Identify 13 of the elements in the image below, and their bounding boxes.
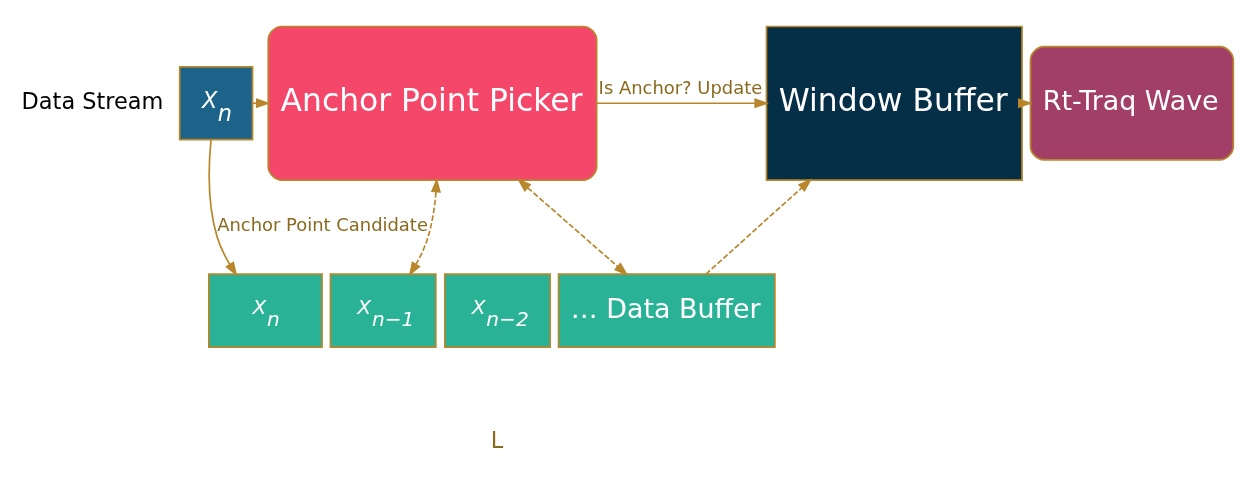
- label: L: [490, 426, 504, 453]
- edge-label: Is Anchor? Update: [598, 77, 763, 99]
- arrow: [252, 98, 271, 109]
- label: Data Stream: [21, 87, 164, 114]
- arrow: [408, 177, 442, 277]
- node-box: Anchor Point Picker: [267, 25, 598, 181]
- node-box: Rt-Traq Wave: [1029, 45, 1235, 161]
- arrow: [705, 178, 813, 275]
- arrow: [517, 178, 629, 276]
- edge-label: Anchor Point Candidate: [217, 214, 428, 236]
- arrow: [208, 139, 238, 277]
- arrow: [596, 98, 769, 109]
- node-box: … Data Buffer: [557, 273, 776, 348]
